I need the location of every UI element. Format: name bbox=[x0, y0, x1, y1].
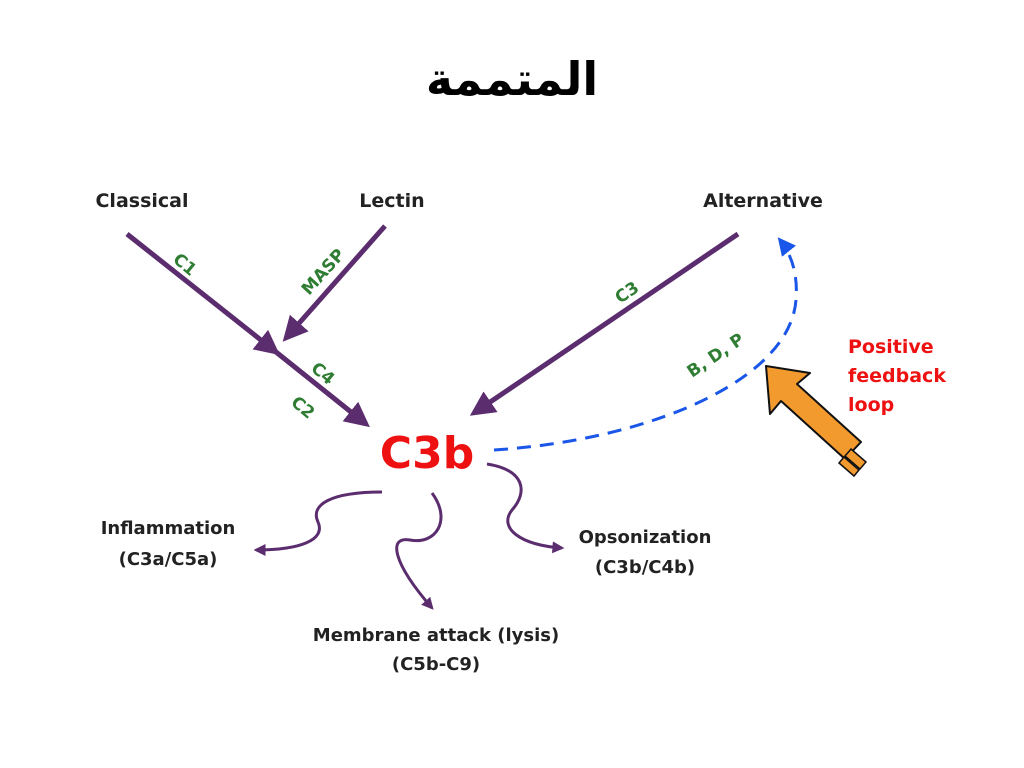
feedback-orange-arrow bbox=[765, 365, 868, 478]
c2-label: C2 bbox=[287, 393, 318, 424]
feedback-line-2: feedback bbox=[848, 365, 946, 387]
alternative-label: Alternative bbox=[703, 190, 823, 212]
lectin-label: Lectin bbox=[359, 190, 424, 212]
feedback-line-1: Positive bbox=[848, 336, 934, 358]
alternative-arrow bbox=[469, 231, 740, 416]
bdp-label: B, D, P bbox=[684, 330, 748, 383]
inflammation-detail: (C3a/C5a) bbox=[119, 549, 218, 570]
membrane-detail: (C5b-C9) bbox=[392, 654, 480, 675]
classical-label: Classical bbox=[95, 190, 188, 212]
slide-title: المتممة bbox=[425, 52, 599, 106]
membrane-arrow bbox=[395, 492, 443, 610]
inflammation-arrow bbox=[253, 490, 383, 556]
classical-arrow bbox=[125, 232, 280, 356]
feedback-line-3: loop bbox=[848, 394, 894, 416]
opsonization-label: Opsonization bbox=[579, 527, 712, 548]
opsonization-detail: (C3b/C4b) bbox=[595, 557, 695, 578]
lectin-arrow bbox=[282, 224, 387, 342]
c1-label: C1 bbox=[169, 250, 200, 281]
feedback-dashed-arrow bbox=[493, 237, 798, 452]
c3b-label: C3b bbox=[380, 428, 474, 479]
joined-arrow bbox=[274, 350, 370, 428]
c4-label: C4 bbox=[307, 359, 339, 390]
inflammation-label: Inflammation bbox=[101, 518, 236, 539]
membrane-label: Membrane attack (lysis) bbox=[313, 625, 559, 646]
opsonization-arrow bbox=[486, 462, 565, 554]
